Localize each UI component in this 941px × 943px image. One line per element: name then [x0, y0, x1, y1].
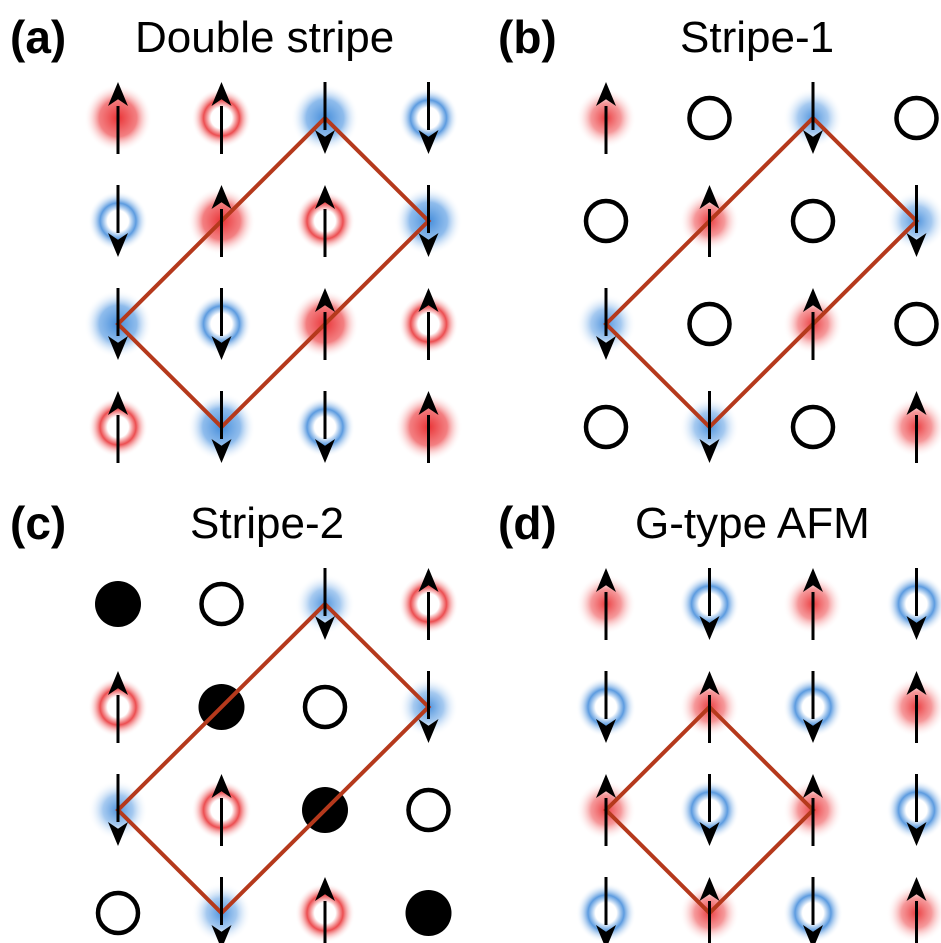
- spin-down-arrow-head: [108, 233, 128, 257]
- spin-up-arrow-head: [906, 671, 927, 695]
- panel-d-title: G-type AFM: [635, 499, 870, 548]
- spin-up-glow: [886, 677, 941, 737]
- unit-cell-outline: [115, 601, 432, 916]
- spin-down-glow: [886, 574, 941, 634]
- panel-b: [576, 82, 941, 463]
- spin-down-arrow-head: [906, 616, 927, 640]
- spin-down-arrow-head: [315, 616, 335, 640]
- spin-up-arrow-head: [699, 185, 720, 209]
- empty-site-circle: [95, 890, 141, 936]
- spin-up-arrow-head: [418, 568, 439, 592]
- panel-b-title: Stripe-1: [680, 13, 835, 62]
- spin-down-arrow-head: [906, 233, 927, 257]
- spin-down-arrow-head: [108, 336, 128, 360]
- spin-up-arrow-head: [906, 877, 927, 901]
- spin-down-arrow-head: [699, 616, 720, 640]
- unit-cell-outline: [115, 115, 432, 430]
- spin-up-arrow-head: [418, 288, 439, 312]
- spin-down-glow: [886, 780, 941, 840]
- filled-site-dot: [95, 581, 141, 627]
- spin-up-arrow-head: [315, 185, 335, 209]
- spin-down-arrow-head: [211, 925, 232, 943]
- spin-down-arrow-head: [803, 719, 823, 743]
- spin-up-arrow-head: [108, 82, 128, 106]
- empty-site-circle: [687, 301, 732, 347]
- panel-c-label: (c): [10, 497, 67, 549]
- spin-down-arrow-head: [906, 822, 927, 846]
- spin-up-glow: [886, 883, 941, 943]
- spin-down-arrow-head: [803, 925, 823, 943]
- empty-site-circle: [583, 198, 629, 244]
- panel-a-title: Double stripe: [135, 13, 395, 62]
- spin-up-arrow-head: [211, 774, 232, 798]
- empty-site-circle: [790, 198, 836, 244]
- spin-down-arrow-head: [596, 719, 616, 743]
- spin-down-arrow-head: [418, 719, 439, 743]
- spin-up-arrow-head: [315, 288, 335, 312]
- spin-down-arrow-head: [699, 439, 720, 463]
- empty-site-circle: [302, 684, 348, 730]
- spin-up-arrow-head: [108, 391, 128, 415]
- spin-up-arrow-head: [418, 391, 439, 415]
- spin-up-glow: [886, 397, 941, 457]
- spin-up-arrow-head: [315, 877, 335, 901]
- spin-up-arrow-head: [803, 288, 823, 312]
- spin-down-arrow-head: [596, 336, 616, 360]
- spin-up-arrow-head: [803, 568, 823, 592]
- spin-up-arrow-head: [699, 877, 720, 901]
- spin-up-arrow-head: [596, 774, 616, 798]
- spin-down-arrow-head: [315, 439, 335, 463]
- empty-site-circle: [406, 787, 451, 833]
- panel-c: [88, 568, 459, 943]
- panel-a-label: (a): [10, 11, 67, 63]
- spin-up-arrow-head: [596, 568, 616, 592]
- unit-cell-outline: [603, 115, 920, 430]
- empty-site-circle: [199, 581, 244, 627]
- panel-d-label: (d): [498, 497, 557, 549]
- empty-site-circle: [894, 95, 939, 141]
- spin-down-arrow-head: [803, 130, 823, 154]
- spin-up-arrow-head: [803, 774, 823, 798]
- spin-up-arrow-head: [596, 82, 616, 106]
- spin-up-arrow-head: [108, 671, 128, 695]
- filled-site-dot: [405, 890, 452, 936]
- panel-b-label: (b): [498, 11, 557, 63]
- spin-up-arrow-head: [699, 671, 720, 695]
- spin-down-arrow-head: [315, 130, 335, 154]
- spin-up-arrow-head: [211, 82, 232, 106]
- empty-site-circle: [790, 404, 836, 450]
- spin-down-arrow-head: [596, 925, 616, 943]
- spin-up-arrow-head: [211, 185, 232, 209]
- spin-up-arrow-head: [906, 391, 927, 415]
- panel-c-title: Stripe-2: [190, 499, 345, 548]
- empty-site-circle: [687, 95, 732, 141]
- panel-a: [84, 82, 463, 463]
- spin-down-arrow-head: [699, 822, 720, 846]
- empty-site-circle: [894, 301, 939, 347]
- spin-down-arrow-head: [418, 233, 439, 257]
- empty-site-circle: [583, 404, 629, 450]
- spin-down-arrow-head: [211, 439, 232, 463]
- spin-down-arrow-head: [418, 130, 439, 154]
- spin-down-arrow-head: [108, 822, 128, 846]
- panel-d: [576, 568, 941, 943]
- spin-down-arrow-head: [211, 336, 232, 360]
